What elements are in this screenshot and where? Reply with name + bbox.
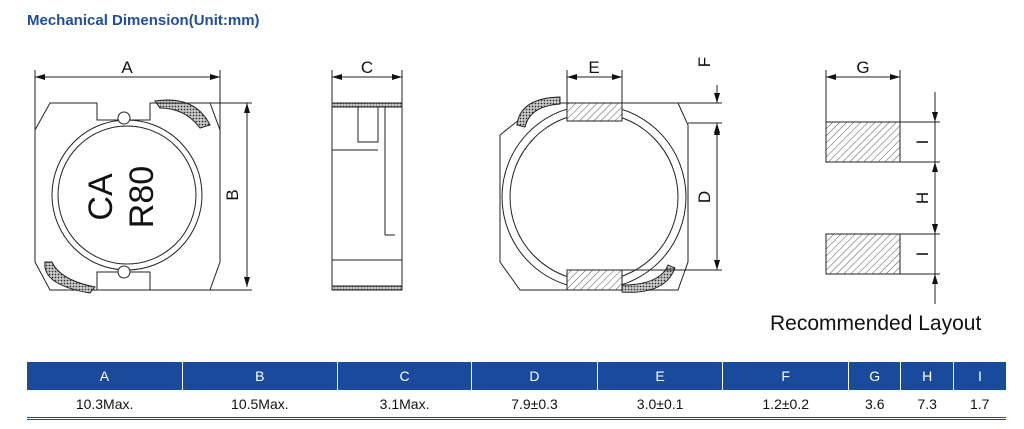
table-cell: 10.5Max. [182,390,338,420]
table-cell: 1.2±0.2 [722,390,849,420]
dim-label-i-bottom: I [913,252,932,257]
dim-label-f: F [695,57,714,67]
table-cell: 3.1Max. [337,390,472,420]
dim-label-c: C [361,58,373,77]
layout-caption: Recommended Layout [770,312,982,335]
dim-label-h: H [913,192,932,204]
table-cell: 7.3 [900,390,954,420]
table-row: 10.3Max. 10.5Max. 3.1Max. 7.9±0.3 3.0±0.… [27,390,1006,420]
dim-label-a: A [121,58,133,77]
table-cell: 3.6 [848,390,901,420]
dim-label-i-top: I [913,140,932,145]
table-cell: 3.0±0.1 [597,390,723,420]
table-header-row: A B C D E F G H I [27,362,1006,390]
table-cell: 10.3Max. [27,390,183,420]
col-header: I [952,362,1006,390]
col-header: F [722,362,849,390]
dim-label-e: E [588,58,599,77]
col-header: D [471,362,598,390]
recommended-layout [825,70,940,304]
col-header: H [900,362,954,390]
dim-label-b: B [223,189,242,200]
col-header: C [336,362,472,390]
table-cell: 1.7 [953,390,1006,420]
col-header: E [596,362,723,390]
side-view [331,70,403,291]
top-view [34,70,252,294]
dimension-table: A B C D E F G H I 10.3Max. 10.5Max. 3.1M… [27,362,1006,420]
marking-line1: CA [82,173,120,221]
col-header: B [181,362,338,390]
col-header: G [848,362,901,390]
dim-label-d: D [695,191,714,203]
bottom-view [499,70,722,293]
mechanical-drawing: A B C E F D G I H I CA R80 [34,57,940,304]
col-header: A [27,362,183,390]
table-cell: 7.9±0.3 [471,390,598,420]
marking-line2: R80 [123,166,161,228]
section-title: Mechanical Dimension(Unit:mm) [27,12,260,29]
dim-label-g: G [856,58,869,77]
